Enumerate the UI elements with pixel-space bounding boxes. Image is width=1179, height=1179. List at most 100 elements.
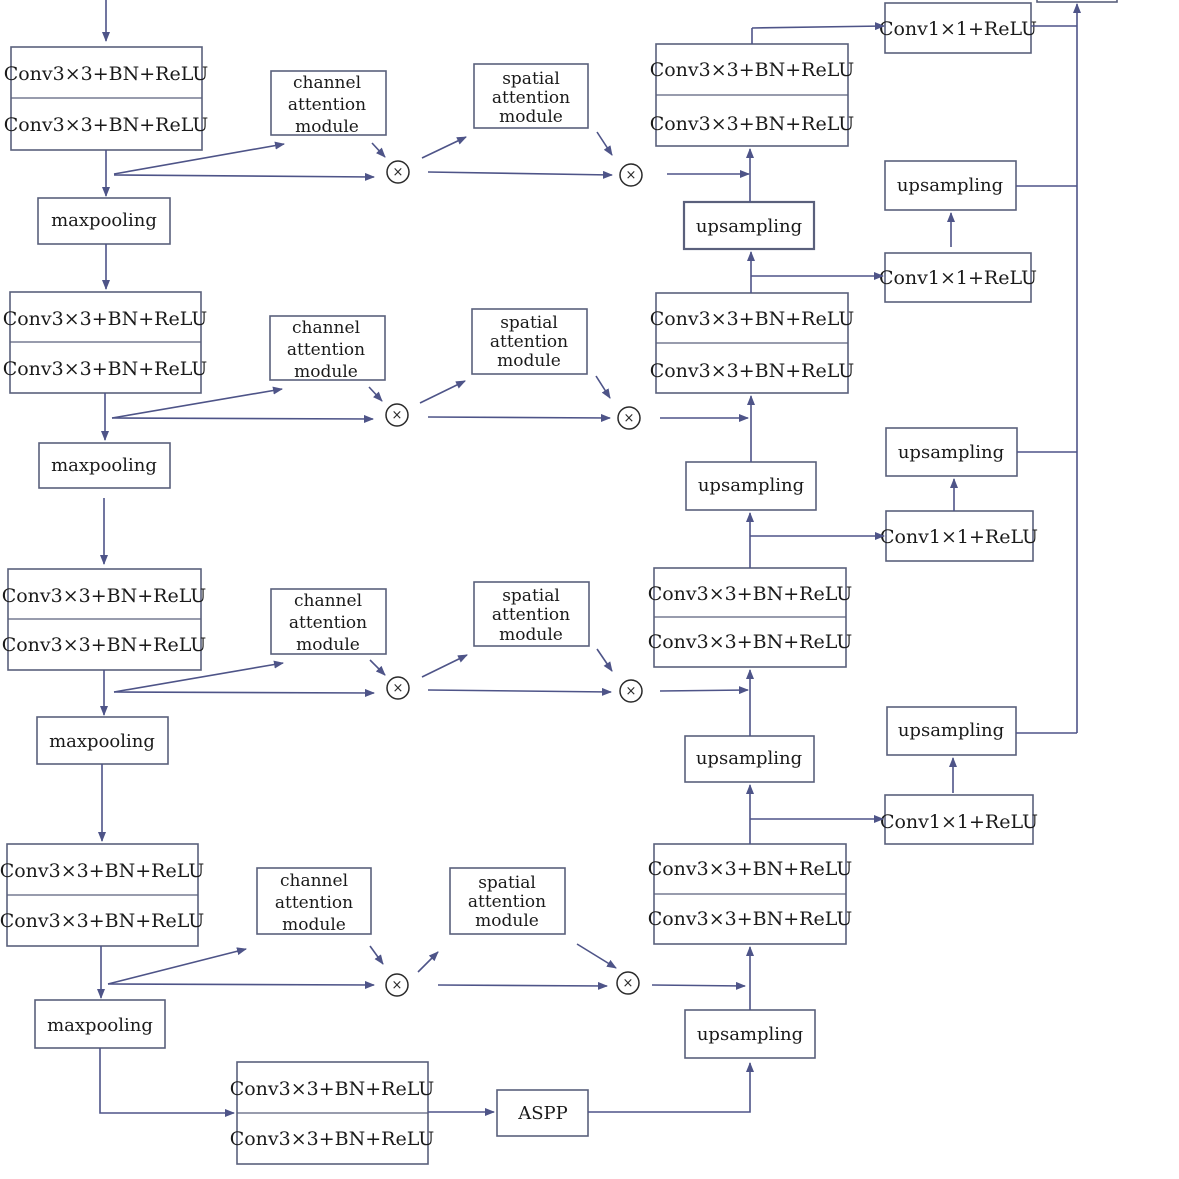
- svg-text:Conv3×3+BN+ReLU: Conv3×3+BN+ReLU: [3, 358, 208, 380]
- spatial-attention-module-4: spatial attention module: [449, 867, 566, 935]
- multiply-node-spatial-1: ×: [619, 163, 643, 187]
- multiply-node-spatial-2: ×: [617, 406, 641, 430]
- encoder-conv-block-1: Conv3×3+BN+ReLU Conv3×3+BN+ReLU: [4, 46, 209, 151]
- channel-attention-module-1: channel attention module: [270, 70, 387, 137]
- svg-text:×: ×: [626, 684, 637, 699]
- svg-text:attention: attention: [288, 95, 366, 115]
- svg-text:×: ×: [623, 976, 634, 991]
- upsampling-decoder-4: upsampling: [682, 200, 816, 251]
- svg-text:spatial: spatial: [478, 873, 536, 893]
- spatial-attention-module-2: spatial attention module: [471, 308, 588, 375]
- output-box-partial: [1036, 0, 1118, 3]
- svg-text:attention: attention: [275, 893, 353, 913]
- spatial-attention-module-3: spatial attention module: [473, 581, 590, 647]
- svg-text:attention: attention: [492, 605, 570, 625]
- maxpooling-1: maxpooling: [37, 197, 171, 245]
- multiply-node-channel-4: ×: [385, 973, 409, 997]
- side-conv1x1-3: Conv1×1+ReLU: [880, 510, 1038, 562]
- svg-text:maxpooling: maxpooling: [49, 731, 155, 752]
- side-upsampling-1: upsampling: [884, 160, 1017, 211]
- upsampling-decoder-3: upsampling: [685, 461, 817, 511]
- svg-text:channel: channel: [293, 73, 361, 93]
- aspp-label: ASPP: [517, 1103, 568, 1124]
- svg-text:Conv1×1+ReLU: Conv1×1+ReLU: [880, 526, 1038, 548]
- svg-text:maxpooling: maxpooling: [47, 1015, 153, 1036]
- svg-text:upsampling: upsampling: [697, 1024, 803, 1045]
- svg-text:spatial: spatial: [502, 586, 560, 606]
- side-conv1x1-2: Conv1×1+ReLU: [879, 252, 1037, 303]
- svg-text:Conv3×3+BN+ReLU: Conv3×3+BN+ReLU: [3, 308, 208, 330]
- encoder-conv-block-4: Conv3×3+BN+ReLU Conv3×3+BN+ReLU: [0, 843, 204, 947]
- conv-label: Conv3×3+BN+ReLU: [4, 114, 209, 136]
- decoder-conv-block-1: Conv3×3+BN+ReLU Conv3×3+BN+ReLU: [648, 843, 853, 945]
- svg-text:module: module: [475, 911, 539, 931]
- svg-text:Conv3×3+BN+ReLU: Conv3×3+BN+ReLU: [650, 59, 855, 81]
- multiply-node-spatial-4: ×: [616, 971, 640, 995]
- multiply-node-channel-3: ×: [386, 676, 410, 700]
- svg-text:module: module: [499, 625, 563, 645]
- svg-text:channel: channel: [280, 871, 348, 891]
- side-upsampling-3: upsampling: [886, 706, 1017, 756]
- maxpooling-2: maxpooling: [38, 442, 171, 489]
- svg-text:×: ×: [392, 408, 403, 423]
- bottleneck-conv-block: Conv3×3+BN+ReLU Conv3×3+BN+ReLU: [230, 1061, 435, 1165]
- svg-text:module: module: [499, 107, 563, 127]
- svg-text:upsampling: upsampling: [698, 475, 804, 496]
- svg-text:upsampling: upsampling: [897, 175, 1003, 196]
- maxpooling-4: maxpooling: [34, 999, 166, 1049]
- svg-text:module: module: [282, 915, 346, 935]
- multiply-node-channel-2: ×: [385, 403, 409, 427]
- svg-text:Conv3×3+BN+ReLU: Conv3×3+BN+ReLU: [648, 583, 853, 605]
- svg-text:Conv3×3+BN+ReLU: Conv3×3+BN+ReLU: [648, 858, 853, 880]
- upsampling-decoder-2: upsampling: [684, 735, 815, 783]
- svg-text:upsampling: upsampling: [696, 216, 802, 237]
- svg-text:attention: attention: [468, 892, 546, 912]
- svg-text:upsampling: upsampling: [898, 720, 1004, 741]
- svg-text:Conv3×3+BN+ReLU: Conv3×3+BN+ReLU: [648, 631, 853, 653]
- svg-text:×: ×: [392, 978, 403, 993]
- upsampling-decoder-1: upsampling: [684, 1009, 816, 1059]
- svg-text:×: ×: [624, 411, 635, 426]
- svg-text:spatial: spatial: [502, 69, 560, 89]
- conv-label: Conv3×3+BN+ReLU: [4, 63, 209, 85]
- decoder-conv-block-2: Conv3×3+BN+ReLU Conv3×3+BN+ReLU: [648, 567, 853, 668]
- svg-text:Conv3×3+BN+ReLU: Conv3×3+BN+ReLU: [648, 908, 853, 930]
- svg-text:Conv3×3+BN+ReLU: Conv3×3+BN+ReLU: [2, 585, 207, 607]
- svg-text:maxpooling: maxpooling: [51, 455, 157, 476]
- encoder-conv-block-2: Conv3×3+BN+ReLU Conv3×3+BN+ReLU: [3, 291, 208, 394]
- spatial-attention-module-1: spatial attention module: [473, 63, 589, 129]
- svg-text:upsampling: upsampling: [696, 748, 802, 769]
- svg-text:attention: attention: [287, 340, 365, 360]
- svg-text:spatial: spatial: [500, 313, 558, 333]
- side-upsampling-2: upsampling: [885, 427, 1018, 477]
- multiply-node-spatial-3: ×: [619, 679, 643, 703]
- connectors: [97, 0, 1081, 1117]
- svg-text:Conv3×3+BN+ReLU: Conv3×3+BN+ReLU: [230, 1128, 435, 1150]
- svg-text:module: module: [294, 362, 358, 382]
- multiply-node-channel-1: ×: [386, 160, 410, 184]
- svg-text:×: ×: [393, 165, 404, 180]
- svg-text:Conv3×3+BN+ReLU: Conv3×3+BN+ReLU: [650, 113, 855, 135]
- side-conv1x1-1: Conv1×1+ReLU: [879, 2, 1037, 54]
- svg-text:Conv3×3+BN+ReLU: Conv3×3+BN+ReLU: [230, 1078, 435, 1100]
- svg-text:Conv1×1+ReLU: Conv1×1+ReLU: [879, 267, 1037, 289]
- channel-attention-module-3: channel attention module: [270, 588, 387, 655]
- svg-text:×: ×: [393, 681, 404, 696]
- svg-text:module: module: [296, 635, 360, 655]
- aspp-module: ASPP: [496, 1089, 589, 1137]
- maxpooling-3: maxpooling: [36, 716, 169, 765]
- svg-text:module: module: [295, 117, 359, 137]
- svg-text:Conv1×1+ReLU: Conv1×1+ReLU: [879, 18, 1037, 40]
- decoder-conv-block-4: Conv3×3+BN+ReLU Conv3×3+BN+ReLU: [650, 43, 855, 147]
- svg-text:Conv3×3+BN+ReLU: Conv3×3+BN+ReLU: [0, 910, 204, 932]
- svg-text:Conv1×1+ReLU: Conv1×1+ReLU: [880, 811, 1038, 833]
- side-conv1x1-4: Conv1×1+ReLU: [880, 794, 1038, 845]
- svg-text:upsampling: upsampling: [898, 442, 1004, 463]
- svg-text:Conv3×3+BN+ReLU: Conv3×3+BN+ReLU: [650, 308, 855, 330]
- decoder-conv-block-3: Conv3×3+BN+ReLU Conv3×3+BN+ReLU: [650, 292, 855, 394]
- svg-text:attention: attention: [492, 88, 570, 108]
- svg-text:Conv3×3+BN+ReLU: Conv3×3+BN+ReLU: [0, 860, 204, 882]
- svg-text:attention: attention: [289, 613, 367, 633]
- svg-text:×: ×: [626, 168, 637, 183]
- channel-attention-module-2: channel attention module: [269, 315, 386, 382]
